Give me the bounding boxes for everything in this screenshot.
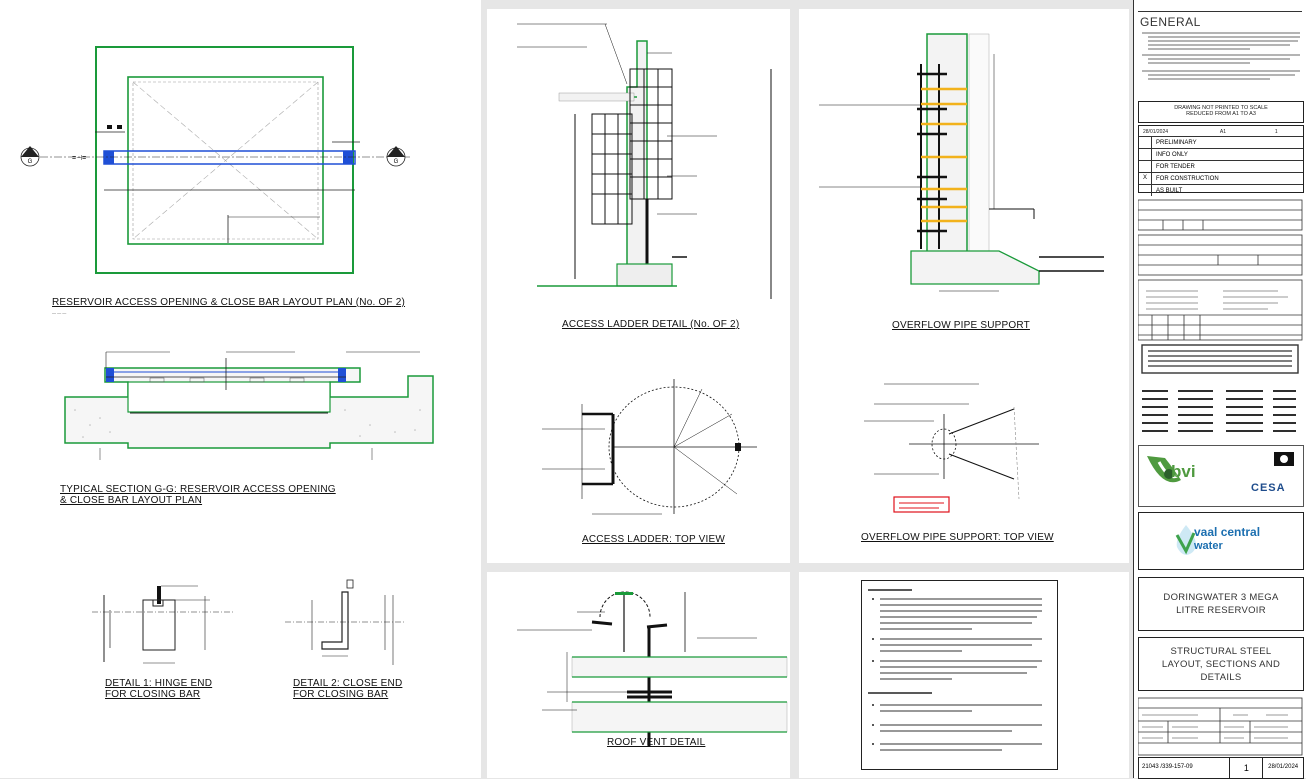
roofvent-drawing — [517, 591, 788, 747]
status-row-2: FOR TENDER — [1139, 160, 1303, 172]
cesa-logo: CESA — [1251, 482, 1286, 494]
section-marker-left: G — [20, 146, 40, 167]
svg-text:=⊣=: =⊣= — [72, 155, 86, 162]
status-row-0: PRELIMINARY — [1139, 136, 1303, 148]
status-row-1: INFO ONLY — [1139, 148, 1303, 160]
project-line1: DORINGWATER 3 MEGA — [1163, 592, 1279, 603]
ladder-sheet: ACCESS LADDER DETAIL (No. OF 2) ACCESS L… — [487, 9, 790, 563]
section-marker-right: G — [386, 146, 406, 167]
detail1-title-line2: FOR CLOSING BAR — [105, 689, 201, 700]
client-logo-line2: water — [1194, 540, 1223, 552]
status-row-4: AS BUILT — [1139, 184, 1303, 196]
drawing-title-line1: STRUCTURAL STEEL — [1170, 646, 1272, 657]
ladder-title: ACCESS LADDER DETAIL (No. OF 2) — [562, 319, 740, 330]
meta-rev: 1 — [1274, 129, 1278, 135]
meta-date: 28/01/2024 — [1143, 129, 1169, 135]
overflow-top-title: OVERFLOW PIPE SUPPORT: TOP VIEW — [861, 532, 1054, 543]
plan-title: RESERVOIR ACCESS OPENING & CLOSE BAR LAY… — [52, 297, 406, 308]
drawing-title-line2: LAYOUT, SECTIONS AND — [1161, 659, 1281, 670]
status-box: 28/01/2024 A1 1 PRELIMINARY INFO ONLY FO… — [1138, 125, 1304, 196]
warning-note-box — [893, 496, 950, 513]
section-title-line1: TYPICAL SECTION G-G: RESERVOIR ACCESS OP… — [60, 484, 336, 495]
iso-badge-icon — [1274, 452, 1294, 466]
title-block: GENERAL DRAWING NOT PRINTED TO SCALE RED… — [1133, 0, 1306, 779]
water-drop-icon — [1175, 525, 1196, 555]
general-heading: GENERAL — [1140, 15, 1201, 29]
svg-text:G: G — [394, 159, 399, 165]
plan-drawing: G G =⊣= — [20, 46, 434, 665]
general-notes-text — [1142, 32, 1300, 80]
ladder-top-title: ACCESS LADDER: TOP VIEW — [582, 534, 725, 545]
legend-table — [1142, 390, 1296, 432]
client-box: vaal central water — [1138, 512, 1304, 570]
number-row: 21043 /339-157-09 1 28/01/2024 — [1138, 757, 1304, 779]
consultant-box: bvi CESA — [1138, 445, 1304, 507]
bvi-logo — [1147, 456, 1181, 483]
roofvent-title: ROOF VENT DETAIL — [607, 737, 706, 748]
general-notes-box — [861, 580, 1058, 770]
section-title-line2: & CLOSE BAR LAYOUT PLAN — [60, 495, 203, 506]
consultant-logo-text: bvi — [1171, 462, 1196, 481]
drawing-title-box: STRUCTURAL STEEL LAYOUT, SECTIONS AND DE… — [1138, 637, 1304, 691]
svg-text:G: G — [28, 159, 33, 165]
roofvent-sheet: ROOF VENT DETAIL — [487, 572, 790, 778]
detail2-title-line2: FOR CLOSING BAR — [293, 689, 389, 700]
scale-note: DRAWING NOT PRINTED TO SCALE REDUCED FRO… — [1138, 101, 1304, 123]
plan-scale: — — — — [52, 310, 67, 315]
detail1-title-line1: DETAIL 1: HINGE END — [105, 678, 213, 689]
revision-tables — [1138, 199, 1303, 374]
notes-sheet — [799, 572, 1129, 778]
revision-number: 1 — [1230, 758, 1264, 778]
detail2-title-line1: DETAIL 2: CLOSE END — [293, 678, 403, 689]
approval-table — [1138, 697, 1303, 756]
overflow-sheet: OVERFLOW PIPE SUPPORT OVERFLOW PIPE SUPP… — [799, 9, 1129, 563]
drawing-number: 21043 /339-157-09 — [1139, 758, 1231, 778]
project-line2: LITRE RESERVOIR — [1176, 605, 1266, 616]
client-logo-line1: vaal central — [1194, 525, 1261, 539]
left-sheet: G G =⊣= — [0, 0, 481, 778]
project-box: DORINGWATER 3 MEGA LITRE RESERVOIR — [1138, 577, 1304, 631]
ladder-drawing — [517, 23, 772, 515]
drawing-title-line3: DETAILS — [1200, 672, 1242, 683]
overflow-drawing — [819, 33, 1104, 513]
revision-date: 28/01/2024 — [1268, 764, 1299, 770]
overflow-title: OVERFLOW PIPE SUPPORT — [892, 320, 1030, 331]
meta-size: A1 — [1219, 129, 1227, 135]
